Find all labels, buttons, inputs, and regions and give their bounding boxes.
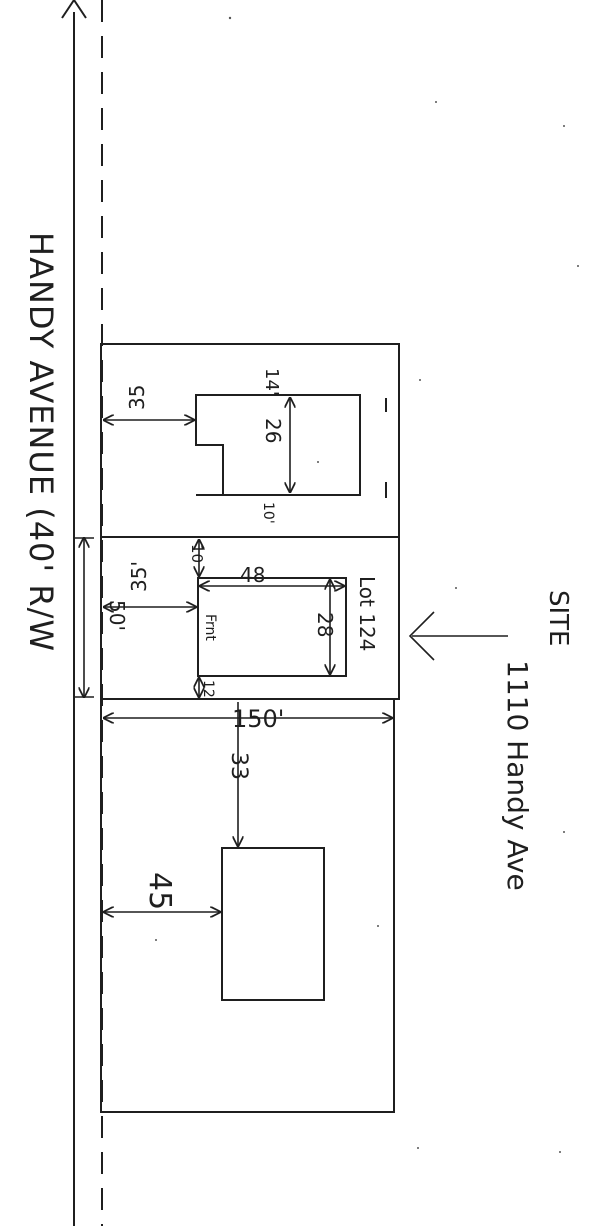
lot-north [100, 343, 400, 538]
dim-site-width-label: 48 [240, 563, 265, 587]
dim-north-depth-label: 26 [261, 418, 285, 443]
dim-north-setback-label: 35 [125, 385, 149, 410]
dim-south-setback-label: 45 [142, 872, 177, 910]
street-direction-arrow [61, 0, 87, 19]
site-address: 1110 Handy Ave [501, 660, 534, 891]
dim-site-depth-label: 28 [313, 612, 337, 637]
south-house-footprint [221, 847, 325, 1001]
street-name-label: HANDY AVENUE (40' R/W [22, 232, 60, 652]
dim-site-setback-label: 35' [127, 561, 151, 592]
subject-lot-label: Lot 124 [355, 576, 379, 651]
scan-specks [155, 16, 579, 1153]
site-house-footprint [197, 577, 347, 677]
dim-south-side-label: 33 [226, 752, 251, 780]
dim-north-side-label: 14' [261, 368, 282, 396]
lots-outline [100, 343, 400, 1113]
lot-south [100, 698, 395, 1113]
dim-lot-width-label: 50' [105, 600, 129, 631]
street-centerline [61, 0, 87, 1226]
dim-lot-depth-label: 150' [232, 705, 284, 733]
site-pointer-arrow-head [408, 611, 435, 661]
dim-site-side-bottom-label: 12 [200, 680, 216, 698]
dim-site-house-note: Frnt [202, 614, 218, 641]
site-label: SITE [543, 590, 573, 646]
dim-site-side-top-label: 10 [188, 544, 206, 563]
north-house-footprint [195, 394, 361, 496]
dim-north-bottom-side-label: 10' [260, 502, 276, 524]
